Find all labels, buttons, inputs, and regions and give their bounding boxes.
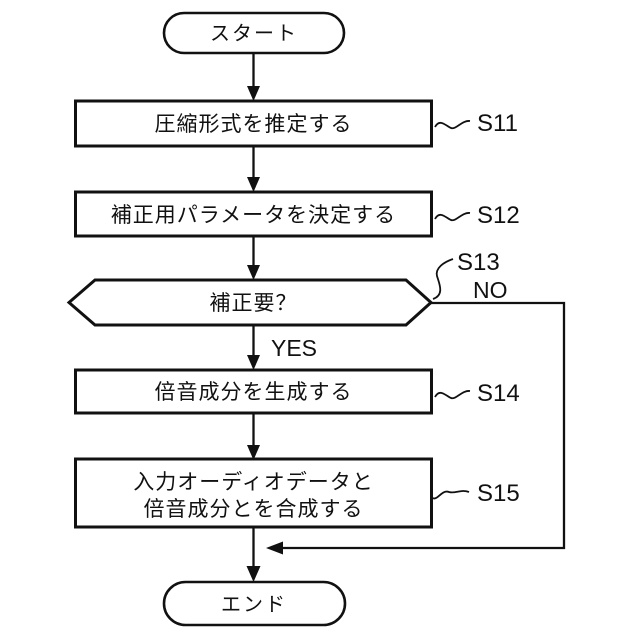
branch-label-yes: YES	[271, 335, 317, 361]
arrowhead-start-s11	[247, 86, 260, 101]
process-text-s12: 補正用パラメータを決定する	[111, 204, 396, 227]
arrowhead-no-merge	[266, 541, 283, 555]
arrowhead-s12-s13	[247, 265, 260, 280]
arrowhead-s15-end	[246, 566, 261, 582]
branch-label-no: NO	[473, 277, 508, 303]
process-text-s15-line1: 入力オーディオデータと	[133, 471, 374, 494]
start-terminal-label: スタート	[210, 22, 298, 45]
step-label-s14: S14	[477, 380, 520, 407]
step-label-s15: S15	[477, 480, 520, 507]
squiggle-connector-s11	[434, 120, 471, 130]
connector-no-bypass	[283, 301, 566, 550]
squiggle-connector-s12	[434, 212, 471, 222]
squiggle-connector-s14	[434, 390, 471, 400]
process-box-s15	[74, 457, 433, 529]
squiggle-connector-s15	[430, 490, 470, 500]
decision-text-s13: 補正要？	[210, 292, 298, 315]
arrowhead-s11-s12	[247, 177, 260, 192]
step-label-s11: S11	[477, 110, 518, 137]
process-box-s14	[74, 368, 433, 415]
process-text-s14: 倍音成分を生成する	[155, 381, 353, 404]
squiggle-connector-s13	[432, 258, 454, 300]
end-terminal-label: エンド	[221, 594, 287, 616]
process-text-s11: 圧縮形式を推定する	[155, 113, 353, 136]
process-text-s15-line2: 倍音成分とを合成する	[144, 498, 364, 521]
arrowhead-s13-s14	[247, 355, 260, 370]
end-terminal-shape	[162, 580, 347, 627]
arrowhead-s14-s15	[247, 445, 260, 460]
process-box-s11	[74, 99, 433, 148]
step-label-s13: S13	[457, 249, 500, 276]
step-label-s12: S12	[477, 202, 520, 229]
